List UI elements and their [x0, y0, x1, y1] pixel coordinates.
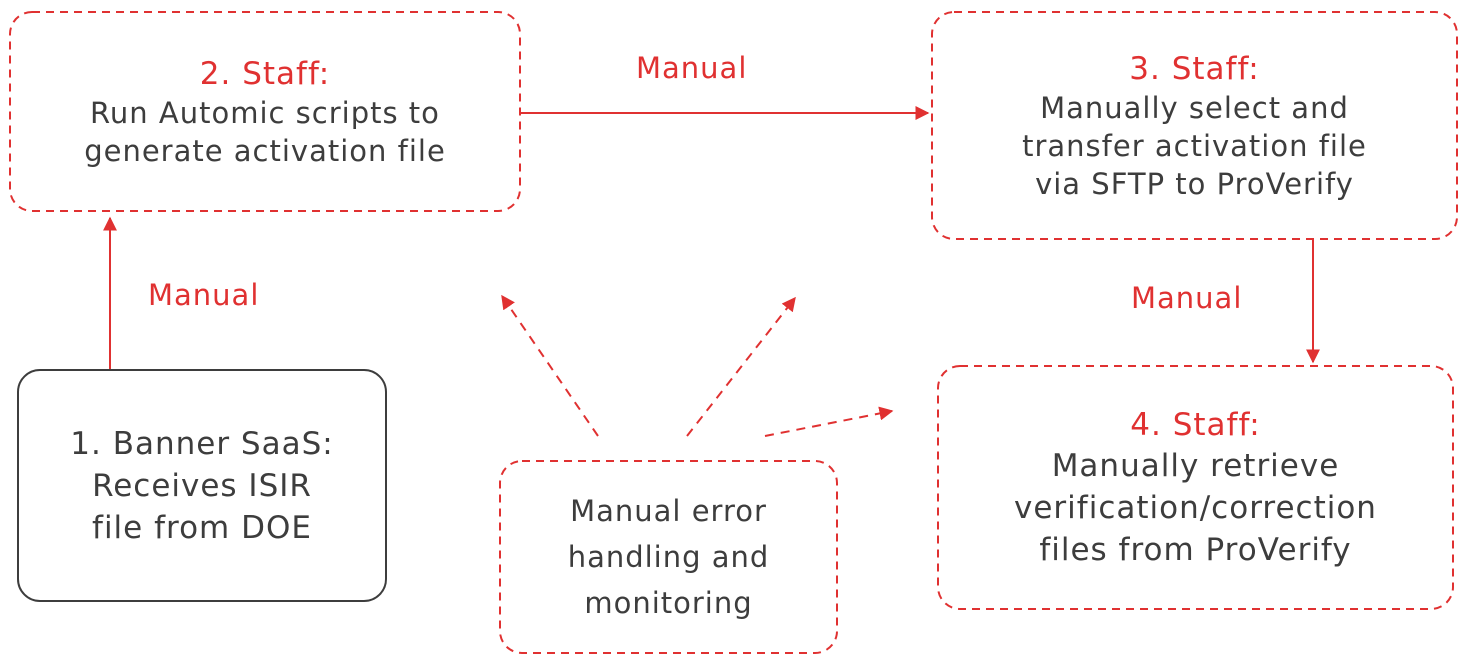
banner-box: 1. Banner SaaS: Receives ISIR file from …	[18, 370, 386, 601]
step4-title: 4. Staff:	[1130, 406, 1261, 443]
edge-label-step3-to-step4: Manual	[1131, 281, 1243, 315]
step3-title: 3. Staff:	[1129, 50, 1260, 87]
step2-box: 2. Staff: Run Automic scripts to generat…	[10, 12, 520, 211]
dashed-arrow-monitor-step3	[686, 296, 796, 437]
edge-label-step2-to-step3: Manual	[636, 51, 748, 85]
step2-box-outline	[9, 11, 521, 212]
step2-title: 2. Staff:	[199, 55, 331, 92]
error-handling-box: Manual error handling and monitoring	[500, 461, 837, 653]
dashed-arrow-monitor-step4	[764, 406, 894, 437]
step3-box-outline	[931, 11, 1458, 240]
error-handling-box-outline	[499, 460, 838, 654]
banner-description: 1. Banner SaaS: Receives ISIR file from …	[70, 425, 334, 546]
step2-description: Run Automic scripts to generate activati…	[84, 95, 446, 168]
step3-description: Manually select and transfer activation …	[1022, 90, 1367, 201]
error-handling-description: Manual error handling and monitoring	[567, 494, 770, 620]
step4-box: 4. Staff: Manually retrieve verification…	[938, 366, 1453, 609]
step4-description: Manually retrieve verification/correctio…	[1014, 447, 1377, 568]
banner-box-outline	[17, 369, 387, 602]
edge-label-banner-to-step2: Manual	[148, 278, 260, 312]
step4-box-outline	[937, 365, 1454, 610]
step3-box: 3. Staff: Manually select and transfer a…	[932, 12, 1457, 239]
dashed-arrow-monitor-step2	[501, 294, 599, 437]
